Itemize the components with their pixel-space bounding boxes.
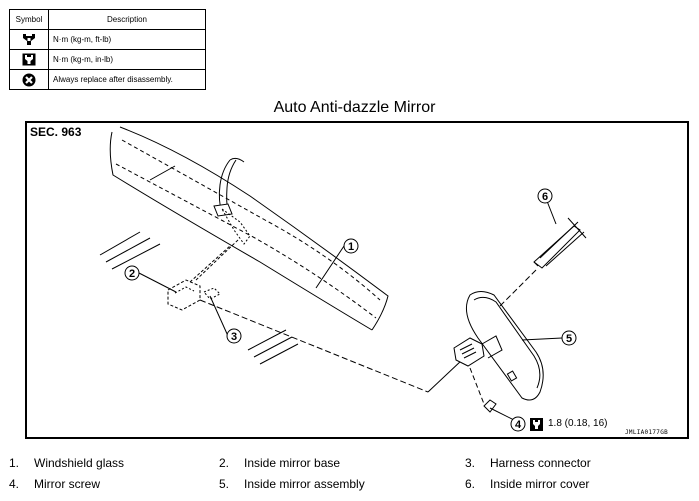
legend-label: Inside mirror assembly (244, 477, 365, 491)
svg-text:1: 1 (348, 241, 354, 253)
legend-number: 6. (465, 477, 476, 491)
legend-item: 6. Inside mirror cover (465, 477, 589, 491)
legend-label: Inside mirror cover (490, 477, 590, 491)
callout-6: 6 (537, 188, 553, 204)
svg-text:3: 3 (231, 331, 237, 343)
symbol-table: Symbol Description N·m (kg-m, ft-lb) N·m… (9, 9, 206, 90)
windshield-glass (119, 126, 389, 331)
torque-wrench-small-icon (530, 418, 543, 431)
diagram-title: Auto Anti-dazzle Mirror (273, 99, 436, 116)
legend-number: 4. (9, 477, 20, 491)
legend-label: Mirror screw (34, 477, 100, 491)
always-replace-icon (10, 73, 48, 87)
symbol-description: Always replace after disassembly. (48, 69, 206, 90)
legend-number: 2. (219, 456, 230, 470)
legend-item: 4. Mirror screw (9, 477, 100, 491)
svg-text:5: 5 (566, 333, 572, 345)
inside-mirror-assembly (465, 291, 544, 401)
legend-item: 3. Harness connector (465, 456, 591, 470)
callout-4: 4 (510, 416, 526, 432)
svg-text:2: 2 (129, 268, 135, 280)
legend-label: Inside mirror base (244, 456, 341, 470)
legend-item: 1. Windshield glass (9, 456, 124, 470)
callout-5: 5 (561, 330, 577, 346)
svg-text:6: 6 (542, 191, 548, 203)
callout-3: 3 (226, 328, 242, 344)
torque-wrench-small-icon (10, 53, 48, 66)
callout-2: 2 (124, 265, 140, 281)
legend-label: Harness connector (490, 456, 591, 470)
legend-label: Windshield glass (34, 456, 125, 470)
inside-mirror-cover (533, 225, 581, 269)
torque-wrench-icon (10, 33, 48, 46)
torque-value: 1.8 (0.18, 16) (548, 418, 608, 429)
legend-number: 5. (219, 477, 230, 491)
callout-1: 1 (343, 238, 359, 254)
legend-item: 5. Inside mirror assembly (219, 477, 365, 491)
legend-item: 2. Inside mirror base (219, 456, 340, 470)
section-label: SEC. 963 (30, 125, 82, 139)
image-code: JMLIA0177GB (625, 429, 669, 436)
svg-text:4: 4 (515, 419, 522, 431)
diagram-frame (25, 121, 689, 439)
legend-number: 3. (465, 456, 476, 470)
legend-number: 1. (9, 456, 20, 470)
